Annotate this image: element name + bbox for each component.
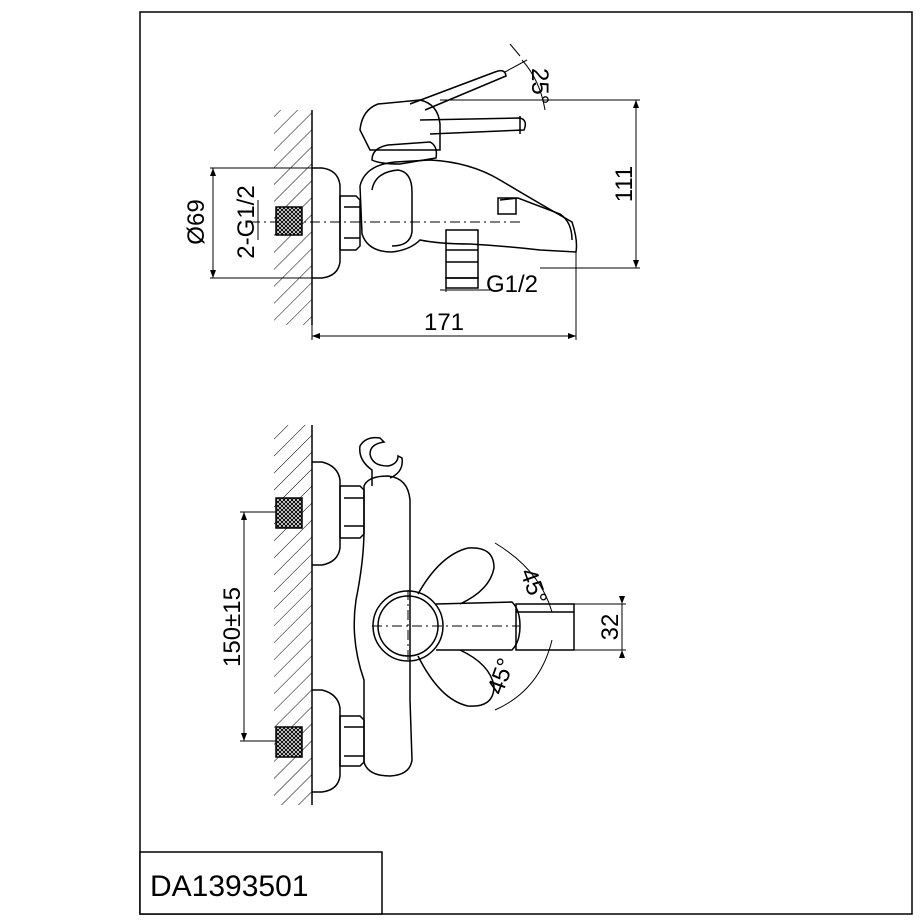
side-hex-nut	[339, 195, 361, 251]
front-upper-thread	[275, 497, 303, 529]
front-shower-hook	[359, 436, 403, 486]
dim-inlet-thread: 2-G1/2	[233, 185, 260, 258]
side-spout	[499, 197, 573, 241]
side-outlet-stub	[445, 229, 479, 279]
drawing-frame	[139, 11, 913, 915]
front-lower-thread	[275, 726, 303, 758]
front-view	[240, 425, 626, 805]
front-lever-lower	[417, 649, 495, 707]
front-lower-flange	[312, 689, 341, 793]
front-body	[353, 475, 413, 777]
title-block	[139, 851, 383, 915]
dim-flange-diameter: Ø69	[183, 199, 210, 244]
side-body	[359, 159, 578, 253]
dim-length: 171	[424, 309, 464, 336]
side-view	[210, 43, 640, 340]
dim-lever-angle: 25°	[526, 68, 553, 104]
front-lower-nut	[339, 715, 365, 767]
dim-angle-lower: 45°	[482, 655, 520, 698]
dim-inlet-spacing: 150±15	[219, 587, 246, 667]
dim-outlet-thread: G1/2	[486, 271, 538, 298]
front-lever-upper	[417, 547, 495, 605]
model-code: DA1393501	[150, 870, 308, 903]
dim-angle-upper: 45°	[514, 565, 552, 608]
side-lever	[409, 69, 507, 111]
dim-spout-width: 32	[597, 614, 624, 641]
side-wall-thread	[275, 206, 303, 236]
dim-height: 111	[611, 166, 638, 202]
front-upper-flange	[312, 461, 341, 566]
side-flange	[312, 167, 341, 279]
front-upper-nut	[339, 485, 365, 539]
